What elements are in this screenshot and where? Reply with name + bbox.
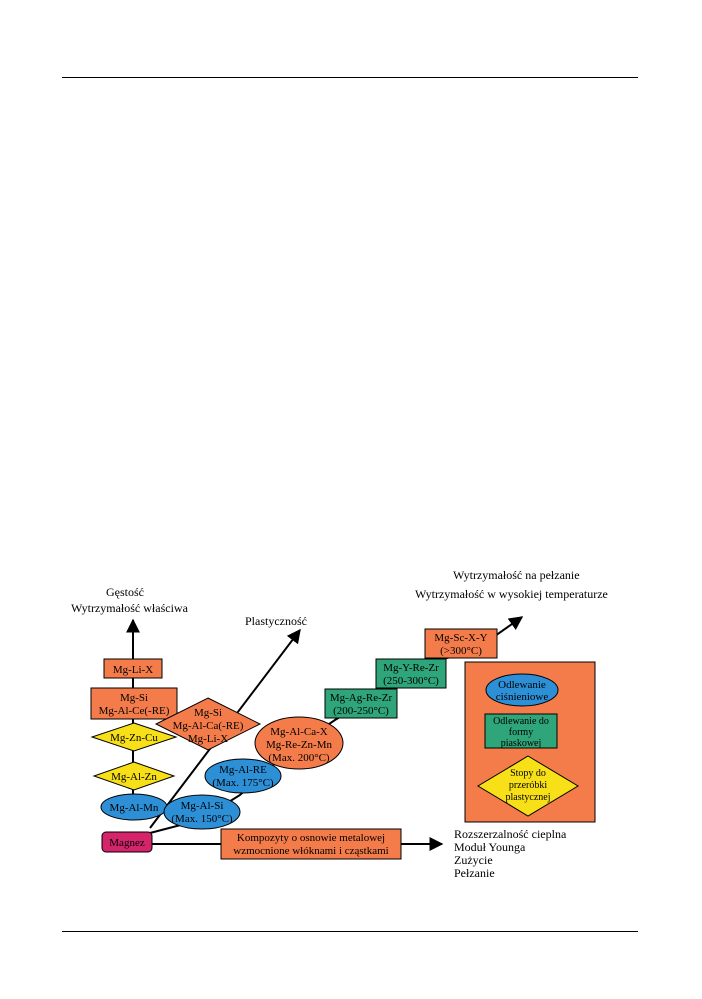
mg-y-re-zr-box xyxy=(375,658,447,689)
kompozyty-box xyxy=(220,828,402,860)
magnez-box xyxy=(101,831,153,853)
modul-younga-label: Moduł Younga xyxy=(454,840,526,854)
wytrzymalosc-temperatura-label: Wytrzymałość w wysokiej temperaturze xyxy=(415,587,608,601)
legend-die-casting-ellipse xyxy=(485,673,559,707)
mg-al-re-label-2: (Max. 175°C) xyxy=(212,777,274,789)
header-rule xyxy=(62,77,638,78)
mg-al-si-label-1: Mg-Al-Si xyxy=(181,800,224,812)
mg-ag-re-zr-label-1: Mg-Ag-Re-Zr xyxy=(330,692,393,704)
legend-wrought-label-3: plastycznej xyxy=(506,792,551,803)
mg-al-mn-label: Mg-Al-Mn xyxy=(110,802,159,814)
legend-sand-casting-label-2: formy xyxy=(509,727,533,738)
mg-sc-x-y-label-1: Mg-Sc-X-Y xyxy=(434,632,487,644)
mg-y-re-zr-label-1: Mg-Y-Re-Zr xyxy=(383,662,439,674)
footer-rule xyxy=(62,931,638,932)
legend-sand-casting-label-3: piaskowej xyxy=(501,738,542,749)
mg-ag-re-zr-box xyxy=(324,688,398,719)
mg-al-ca-ellipse xyxy=(254,716,344,770)
rozszerzalnosc-label: Rozszerzalność cieplna xyxy=(454,827,567,841)
pelzanie-label: Pełzanie xyxy=(454,866,495,880)
mg-al-zn-label: Mg-Al-Zn xyxy=(111,771,157,783)
wytrzymalosc-pelzanie-label: Wytrzymałość na pełzanie xyxy=(453,568,580,582)
legend-wrought-label-1: Stopy do xyxy=(510,768,546,779)
mg-si-diamond-label-1: Mg-Si xyxy=(194,707,222,719)
plastycznosc-label: Plastyczność xyxy=(245,614,307,628)
legend-sand-casting-box xyxy=(484,713,558,749)
legend-sand-casting-label-1: Odlewanie do xyxy=(493,716,549,727)
mg-al-si-label-2: (Max. 150°C) xyxy=(171,813,233,825)
kompozyty-label-2: wzmocnione włóknami i cząstkami xyxy=(233,845,388,857)
zuzycie-label: Zużycie xyxy=(454,853,493,867)
kompozyty-label-1: Kompozyty o osnowie metalowej xyxy=(237,832,385,844)
mg-y-re-zr-label-2: (250-300°C) xyxy=(383,675,439,687)
mg-al-re-label-1: Mg-Al-RE xyxy=(219,764,267,776)
mg-al-ca-label-2: Mg-Re-Zn-Mn xyxy=(266,739,332,751)
gestosc-label: Gęstość xyxy=(106,585,144,599)
mg-si-diamond xyxy=(154,697,262,751)
legend-wrought-diamond xyxy=(477,755,579,817)
mg-sc-x-y-box xyxy=(424,628,498,659)
mg-zn-cu-diamond xyxy=(90,722,178,752)
mg-al-ca-label-1: Mg-Al-Ca-X xyxy=(270,726,327,738)
legend-die-casting-label-1: Odlewanie xyxy=(498,679,546,691)
legend-wrought-label-2: przeróbki xyxy=(509,780,548,791)
legend-die-casting-label-2: ciśnieniowe xyxy=(496,691,549,703)
magnez-label: Magnez xyxy=(109,837,145,849)
mg-ag-re-zr-label-2: (200-250°C) xyxy=(333,705,389,717)
mg-si-label-1: Mg-Si xyxy=(120,692,148,704)
mg-si-diamond-label-3: Mg-Li-X xyxy=(188,733,228,745)
mg-sc-x-y-label-2: (>300°C) xyxy=(440,645,482,657)
mg-al-si-ellipse xyxy=(163,794,241,830)
mg-zn-cu-label: Mg-Zn-Cu xyxy=(110,732,158,744)
mg-si-diamond-label-2: Mg-Al-Ca(-RE) xyxy=(173,720,244,732)
mg-al-ca-label-3: (Max. 200°C) xyxy=(268,752,330,764)
mg-si-box xyxy=(90,687,178,720)
wytrzymalosc-wlasciwa-label: Wytrzymałość właściwa xyxy=(71,601,189,615)
mg-al-re-ellipse xyxy=(204,758,282,794)
mg-li-x-label: Mg-Li-X xyxy=(113,664,153,676)
mg-li-x-box xyxy=(103,658,163,679)
mg-si-label-2: Mg-Al-Ce(-RE) xyxy=(99,705,170,717)
mg-al-zn-diamond xyxy=(92,761,176,791)
